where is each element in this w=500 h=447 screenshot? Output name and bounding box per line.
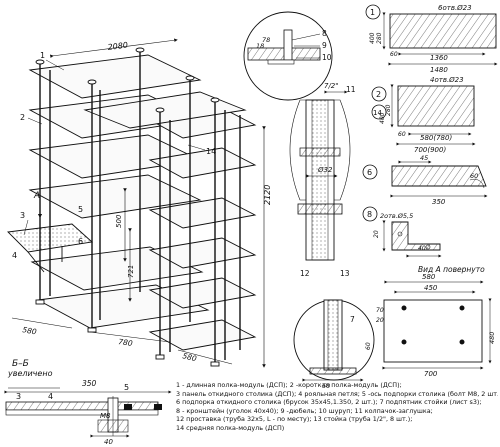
- callout-4: 4: [12, 251, 17, 260]
- part-2-dim-400: 400: [379, 112, 386, 124]
- plate-dim-60: 60: [365, 342, 372, 350]
- part-2-dim-outer: 700(900): [414, 146, 446, 154]
- section-bb-callout-5: 5: [124, 383, 129, 392]
- legend-line: 14 средняя полка-модуль (ДСП): [176, 423, 285, 432]
- part-1-drawing: [365, 4, 498, 66]
- section-bb-subtitle: увеличено: [7, 369, 53, 378]
- part-1-dim-280: 280: [376, 32, 383, 44]
- part-1-holes: 6отв.Ø23: [438, 4, 472, 12]
- legend-line: 6 подпорка откидного столика (брусок 35х…: [176, 398, 482, 407]
- part-6-dim-45: 45: [420, 154, 428, 162]
- plate-dim-480: 480: [488, 332, 496, 344]
- section-bb-callout-4: 4: [48, 392, 53, 401]
- part-1-number: 1: [370, 8, 375, 17]
- plate-dim-700: 700: [424, 370, 438, 378]
- dim-2120: 2120: [263, 185, 272, 205]
- part-6-dim-350: 350: [432, 198, 446, 206]
- part-8-dim-20: 20: [373, 230, 380, 238]
- parts-legend: 1 - длинная полка-модуль (ДСП); 2 -корот…: [176, 381, 498, 433]
- callout-14: 14: [206, 147, 216, 156]
- callout-3: 3: [20, 211, 25, 220]
- part-6-number: 6: [367, 168, 372, 177]
- view-arrow-a: А: [33, 191, 40, 201]
- part-2-number: 2: [376, 90, 381, 99]
- right-shelves: [148, 107, 257, 351]
- plate-dim-450: 450: [424, 284, 438, 292]
- legend-line: 1 - длинная полка-модуль (ДСП); 2 -корот…: [176, 381, 402, 389]
- feet: [35, 299, 220, 367]
- legend-line: 12 проставка (труба 32х5, L - по месту);…: [176, 415, 413, 424]
- part-1-dim-400: 400: [369, 32, 376, 44]
- part-2-drawing: [371, 84, 476, 146]
- detail-post-callout-11: 11: [346, 85, 356, 94]
- detail-top-dim-18: 18: [256, 42, 264, 50]
- section-bb-dim-40: 40: [104, 438, 113, 446]
- part-8-holes: 2отв.Ø5,5: [380, 212, 413, 220]
- part-1-dim-60: 60: [390, 51, 398, 58]
- detail-top-callout-8: 8: [322, 29, 327, 38]
- section-bb: [4, 387, 172, 438]
- detail-post-dim-dia: Ø32: [317, 166, 333, 174]
- callout-1: 1: [40, 51, 45, 60]
- shelving-isometric-view: [7, 47, 257, 367]
- dim-500: 500: [115, 214, 123, 228]
- part-2-dim-60: 60: [398, 131, 406, 138]
- detail-post: [289, 90, 351, 261]
- callout-6: 6: [78, 237, 83, 246]
- part-1-dim-inner: 1360: [430, 54, 448, 62]
- dim-780: 780: [118, 337, 134, 348]
- detail-bottom-foot: [293, 299, 375, 382]
- part-8-dim-40: 40: [418, 245, 426, 252]
- callout-5: 5: [78, 205, 83, 214]
- section-bb-bolt: М8: [100, 412, 111, 420]
- main-callouts: [23, 59, 206, 236]
- plate-dim-20: 20: [376, 317, 384, 324]
- callout-2: 2: [20, 113, 25, 122]
- part-2-dim-280: 280: [385, 104, 392, 116]
- part-2-sub: 14: [373, 109, 382, 117]
- folding-table-panel: [7, 223, 94, 273]
- base-plate-drawing: [382, 280, 492, 370]
- legend-line: 3 панель откидного столика (ДСП); 4 роял…: [176, 389, 498, 398]
- detail-post-callout-12: 12: [300, 269, 310, 278]
- part-6-drawing: [362, 160, 488, 198]
- detail-top-callout-10: 10: [322, 53, 332, 62]
- plate-dim-70: 70: [376, 307, 384, 314]
- detail-bottom-dim-50: 50: [322, 382, 330, 390]
- detail-top-callout-9: 9: [322, 41, 327, 50]
- part-8-number: 8: [367, 210, 372, 219]
- view-a-label: Вид А повернуто: [418, 265, 485, 274]
- dim-580-left: 580: [22, 325, 38, 336]
- section-bb-dim-350: 350: [82, 379, 97, 388]
- plate-dim-580: 580: [422, 273, 436, 281]
- detail-bottom-callout-7: 7: [350, 315, 355, 324]
- part-8-drawing: [362, 206, 442, 258]
- detail-post-callout-13: 13: [340, 269, 350, 278]
- dim-580-right: 580: [182, 351, 198, 363]
- posts: [39, 50, 241, 362]
- detail-top-bracket: [243, 11, 333, 101]
- part-6-dim-60: 60: [470, 172, 478, 180]
- detail-top-dim-78: 78: [262, 36, 270, 44]
- legend-line: 8 - кронштейн (уголок 40х40); 9 -дюбель;…: [176, 406, 433, 415]
- part-1-dim-outer: 1480: [430, 66, 448, 74]
- detail-post-dim-top: 7/2": [324, 82, 339, 90]
- dim-2080: 2080: [107, 41, 128, 52]
- main-dimensions: [11, 38, 266, 368]
- section-bb-title: Б–Б: [12, 359, 29, 369]
- part-2-holes: 4отв.Ø23: [430, 76, 464, 84]
- part-2-dim-inner: 580(780): [420, 134, 452, 142]
- dim-721: 721: [127, 265, 135, 278]
- section-bb-callout-3: 3: [16, 392, 21, 401]
